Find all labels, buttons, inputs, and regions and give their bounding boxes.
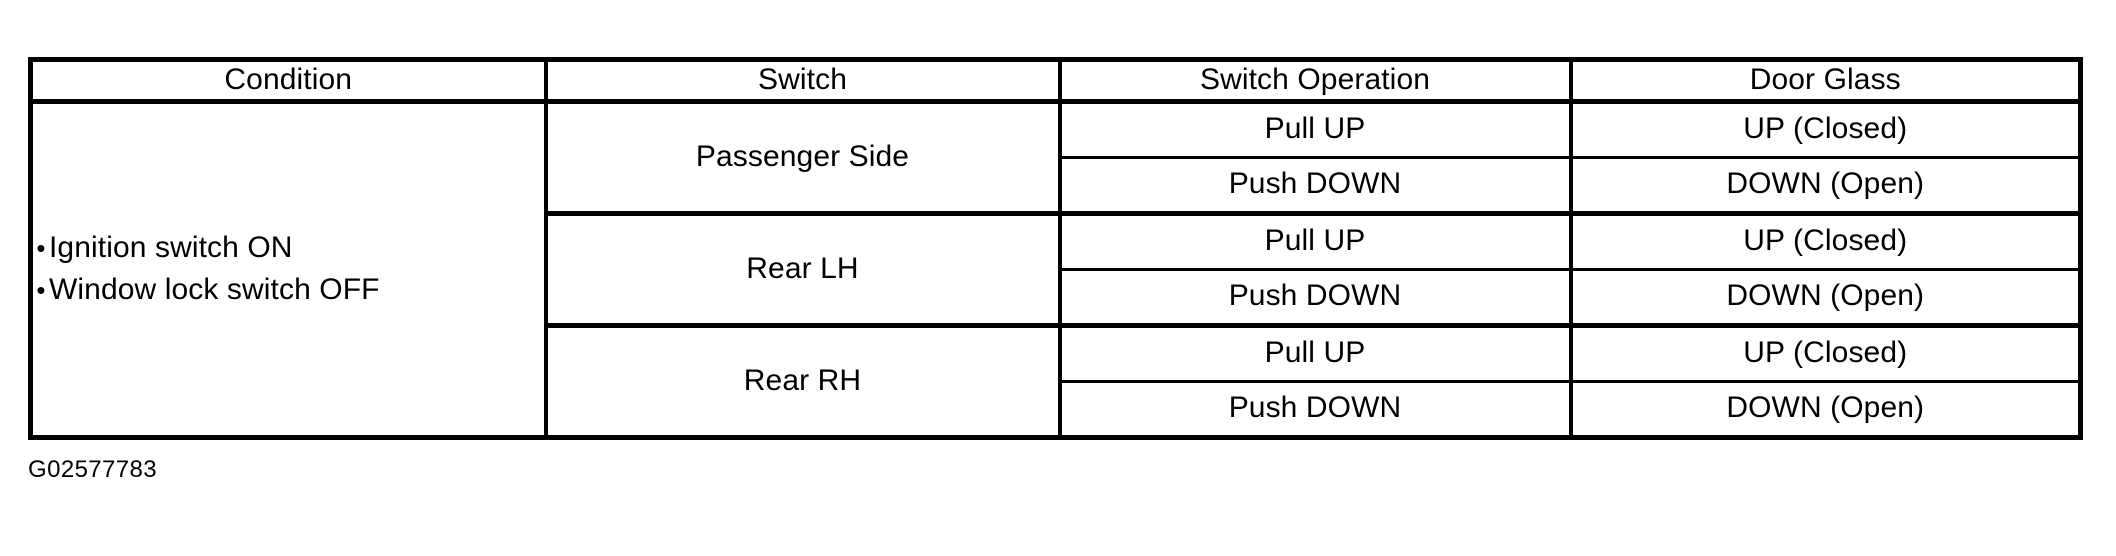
- table-row: Push DOWN DOWN (Open): [31, 157, 2083, 216]
- column-header-condition: Condition: [28, 57, 546, 104]
- operation-cell: Pull UP: [1057, 101, 1571, 159]
- table-body: • Ignition switch ON • Window lock switc…: [28, 101, 2083, 440]
- table-row: Rear RH Pull UP UP (Closed): [31, 325, 2083, 440]
- spec-table-container: Condition Switch Switch Operation Door G…: [28, 57, 2083, 440]
- door-glass-cell: UP (Closed): [1568, 325, 2083, 383]
- table-row: • Ignition switch ON • Window lock switc…: [28, 101, 2083, 440]
- condition-bullet-list: • Ignition switch ON • Window lock switc…: [33, 227, 544, 312]
- switch-cell-passenger-side: Passenger Side: [543, 101, 1060, 216]
- list-item: • Window lock switch OFF: [33, 269, 544, 312]
- condition-cell: • Ignition switch ON • Window lock switc…: [28, 101, 546, 440]
- condition-item-text: Window lock switch OFF: [49, 273, 380, 307]
- table-row: Rear LH Pull UP UP (Closed): [31, 213, 2083, 328]
- column-header-switch-operation: Switch Operation: [1057, 57, 1571, 104]
- power-window-operation-table: Condition Switch Switch Operation Door G…: [28, 57, 2083, 440]
- operation-cell: Push DOWN: [1057, 269, 1571, 328]
- figure-caption: G02577783: [28, 456, 158, 483]
- bullet-icon: •: [36, 232, 46, 263]
- column-header-door-glass: Door Glass: [1568, 57, 2083, 104]
- table-row: Push DOWN DOWN (Open): [31, 269, 2083, 328]
- table-header: Condition Switch Switch Operation Door G…: [28, 57, 2083, 104]
- operation-cell: Push DOWN: [1057, 157, 1571, 216]
- door-glass-cell: UP (Closed): [1568, 213, 2083, 271]
- switch-cell-rear-lh: Rear LH: [543, 213, 1060, 328]
- operation-cell: Pull UP: [1057, 325, 1571, 383]
- bullet-icon: •: [36, 275, 46, 306]
- table-header-row: Condition Switch Switch Operation Door G…: [28, 57, 2083, 104]
- switch-cell-rear-rh: Rear RH: [543, 325, 1060, 440]
- condition-item-text: Ignition switch ON: [49, 230, 293, 264]
- door-glass-cell: DOWN (Open): [1568, 381, 2083, 440]
- door-glass-cell: DOWN (Open): [1568, 269, 2083, 328]
- column-header-switch: Switch: [543, 57, 1060, 104]
- operation-cell: Pull UP: [1057, 213, 1571, 271]
- door-glass-cell: DOWN (Open): [1568, 157, 2083, 216]
- table-row: Push DOWN DOWN (Open): [31, 381, 2083, 440]
- operation-cell: Push DOWN: [1057, 381, 1571, 440]
- door-glass-cell: UP (Closed): [1568, 101, 2083, 159]
- list-item: • Ignition switch ON: [33, 227, 544, 270]
